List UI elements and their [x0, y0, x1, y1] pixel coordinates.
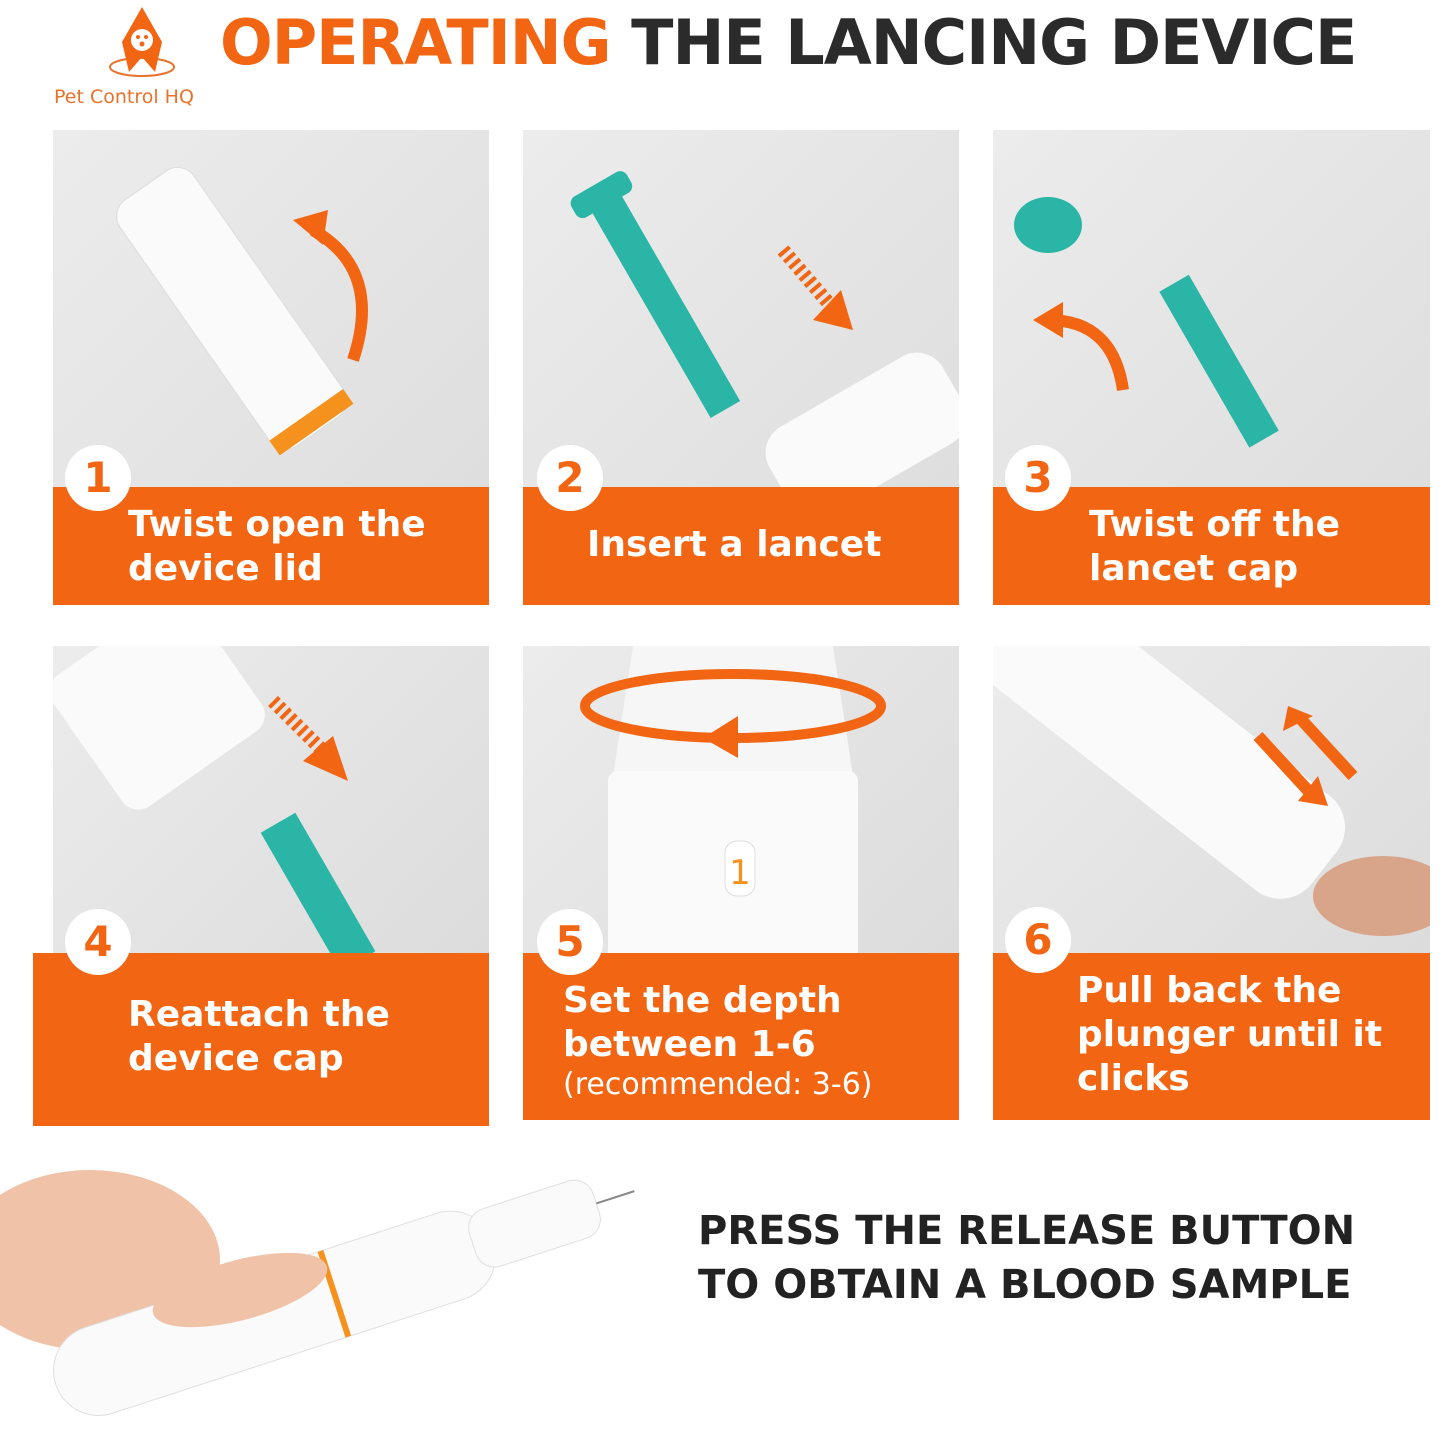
step-4-text: Reattach the device cap — [128, 994, 390, 1079]
step-5-panel: 1 — [523, 646, 959, 953]
title-rest: THE LANCING DEVICE — [631, 6, 1357, 79]
hand-holding-device-illustration — [0, 1170, 635, 1416]
svg-text:1: 1 — [729, 853, 751, 893]
title-highlight: OPERATING — [220, 6, 612, 79]
step-2-number: 2 — [537, 445, 603, 511]
step-4-band: Reattach the device cap — [33, 953, 489, 1126]
step-6-text: Pull back the plunger until it clicks — [1077, 970, 1383, 1099]
step-4-number: 4 — [65, 909, 131, 975]
step-1-text: Twist open the device lid — [128, 504, 426, 589]
step-5-number: 5 — [537, 909, 603, 975]
step-2-band: Insert a lancet — [523, 487, 959, 605]
step-3-band: Twist off the lancet cap — [993, 487, 1430, 605]
step-5-note: (recommended: 3-6) — [563, 1067, 873, 1102]
step-6-number: 6 — [1005, 907, 1071, 973]
step-2-panel: Insert a lancet 2 — [523, 130, 959, 605]
step-1-band: Twist open the device lid — [53, 487, 489, 605]
footer-line-2: TO OBTAIN A BLOOD SAMPLE — [698, 1262, 1352, 1308]
page-title: OPERATING THE LANCING DEVICE — [220, 6, 1357, 79]
step-1-panel: Twist open the device lid 1 — [53, 130, 489, 605]
step-3-text: Twist off the lancet cap — [1089, 504, 1341, 589]
step-2-text: Insert a lancet — [587, 524, 882, 565]
step-4-panel — [53, 646, 489, 953]
footer-instruction: PRESS THE RELEASE BUTTON TO OBTAIN A BLO… — [698, 1204, 1355, 1312]
step-5-band: Set the depth between 1-6 (recommended: … — [523, 953, 959, 1120]
step-6-panel — [993, 646, 1430, 953]
step-5-text: Set the depth between 1-6 — [563, 980, 842, 1065]
reattach-cap-illustration — [53, 646, 376, 953]
depth-dial-illustration: 1 — [580, 646, 886, 953]
step-5-text-block: Set the depth between 1-6 (recommended: … — [563, 979, 953, 1103]
device-lid-illustration — [116, 166, 368, 456]
brand-logo: Pet Control HQ — [52, 2, 232, 112]
brand-name: Pet Control HQ — [54, 86, 194, 108]
insert-lancet-illustration — [570, 171, 959, 490]
lancet-cap-illustration — [1014, 197, 1279, 448]
plunger-illustration — [993, 646, 1430, 936]
pet-hands-logo-icon — [109, 7, 175, 77]
step-6-band: Pull back the plunger until it clicks — [993, 953, 1430, 1120]
footer-line-1: PRESS THE RELEASE BUTTON — [698, 1208, 1356, 1254]
step-3-number: 3 — [1005, 445, 1071, 511]
step-3-panel: Twist off the lancet cap 3 — [993, 130, 1430, 605]
step-1-number: 1 — [65, 445, 131, 511]
